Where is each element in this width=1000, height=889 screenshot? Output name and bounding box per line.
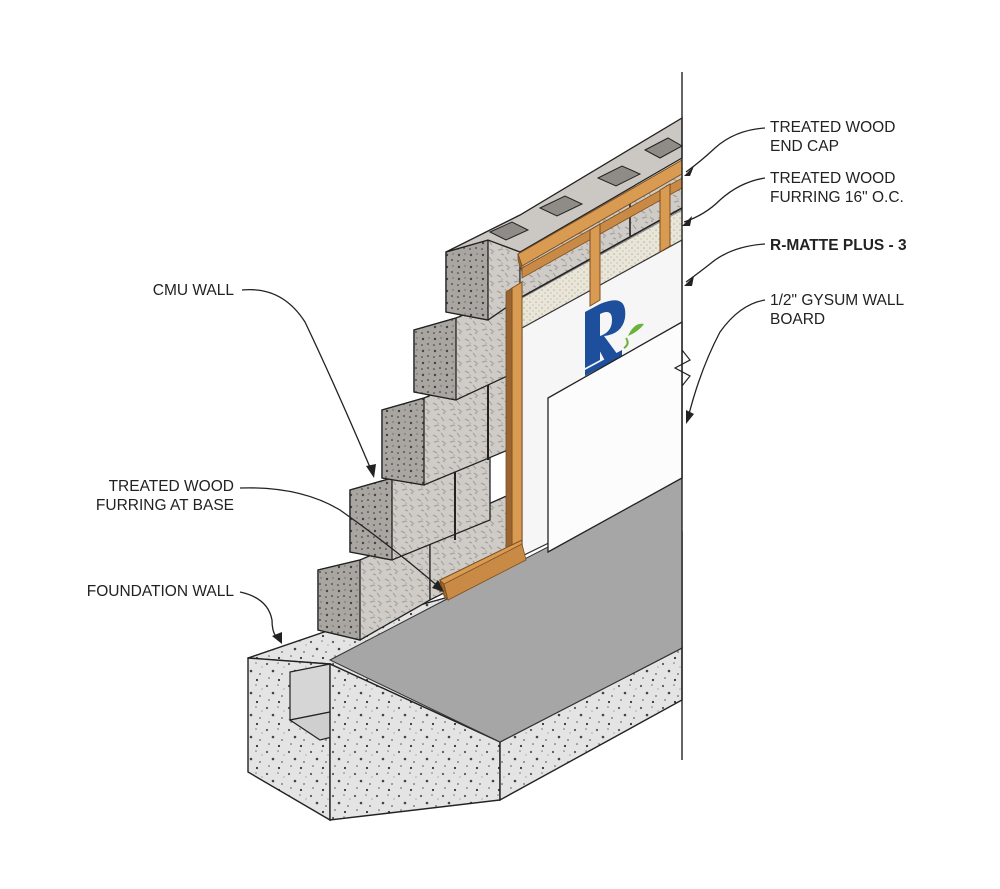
label-end-cap: TREATED WOOD END CAP: [770, 118, 895, 156]
label-end-cap-line2: END CAP: [770, 138, 839, 155]
label-rmatte-line1: R-MATTE PLUS - 3: [770, 237, 907, 254]
label-furring-oc-line2: FURRING 16" O.C.: [770, 189, 904, 206]
label-gypsum: 1/2" GYSUM WALL BOARD: [770, 291, 904, 329]
label-furring-base: TREATED WOOD FURRING AT BASE: [96, 477, 234, 515]
wood-furring: [439, 159, 683, 602]
break-line: [673, 349, 691, 387]
r-logo-icon: [585, 300, 644, 376]
leader-arrows: [272, 166, 694, 644]
label-rmatte: R-MATTE PLUS - 3: [770, 236, 907, 255]
label-gypsum-line2: BOARD: [770, 311, 826, 328]
label-cmu: CMU WALL: [153, 281, 234, 300]
label-foundation: FOUNDATION WALL: [87, 582, 234, 601]
label-cmu-line1: CMU WALL: [152, 282, 234, 299]
label-furring-base-line1: TREATED WOOD: [108, 478, 234, 495]
label-furring-oc-line1: TREATED WOOD: [770, 170, 896, 187]
leader-lines: [239, 127, 766, 641]
label-furring-base-line2: FURRING AT BASE: [95, 497, 234, 514]
label-end-cap-line1: TREATED WOOD: [770, 119, 896, 136]
label-foundation-line1: FOUNDATION WALL: [86, 583, 234, 600]
label-gypsum-line1: 1/2" GYSUM WALL: [770, 292, 905, 309]
label-furring-oc: TREATED WOOD FURRING 16" O.C.: [770, 169, 904, 207]
